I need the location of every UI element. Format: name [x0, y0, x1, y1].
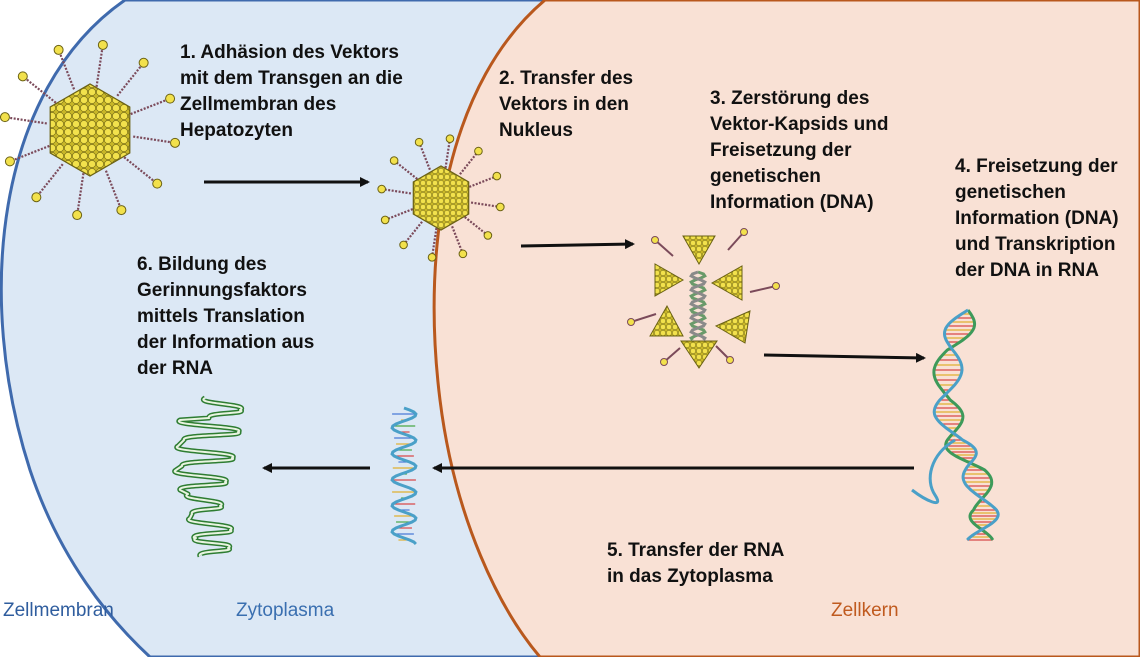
nucleus-label: Zellkern [831, 600, 899, 621]
arrow-step2-to-step3 [520, 239, 635, 250]
step-2-label: 2. Transfer des Vektors in den Nukleus [499, 68, 634, 141]
step-5-label: 5. Transfer der RNA in das Zytoplasma [607, 540, 785, 587]
membrane-label: Zellmembran [3, 600, 114, 621]
cytoplasm-label: Zytoplasma [236, 600, 335, 621]
rna-helix-icon [390, 406, 418, 546]
step-6-label: 6. Bildung des Gerinnungsfaktors mittels… [137, 254, 315, 379]
capsid-fragments-icon [627, 228, 780, 369]
dna-fragment-icon [689, 270, 707, 341]
step-1-label: 1. Adhäsion des Vektors mit dem Transgen… [180, 42, 403, 141]
dna-double-helix-icon [911, 308, 1000, 542]
vector-small-icon [377, 134, 505, 262]
step-3-label: 3. Zerstörung des Vektor-Kapsids und Fre… [710, 88, 889, 213]
nucleus-region [432, 0, 1140, 657]
folded-protein-icon [172, 395, 245, 559]
vector-large-icon [0, 39, 181, 221]
arrow-step3-to-step4 [763, 352, 926, 363]
step-4-label: 4. Freisetzung der genetischen Informati… [955, 156, 1119, 281]
